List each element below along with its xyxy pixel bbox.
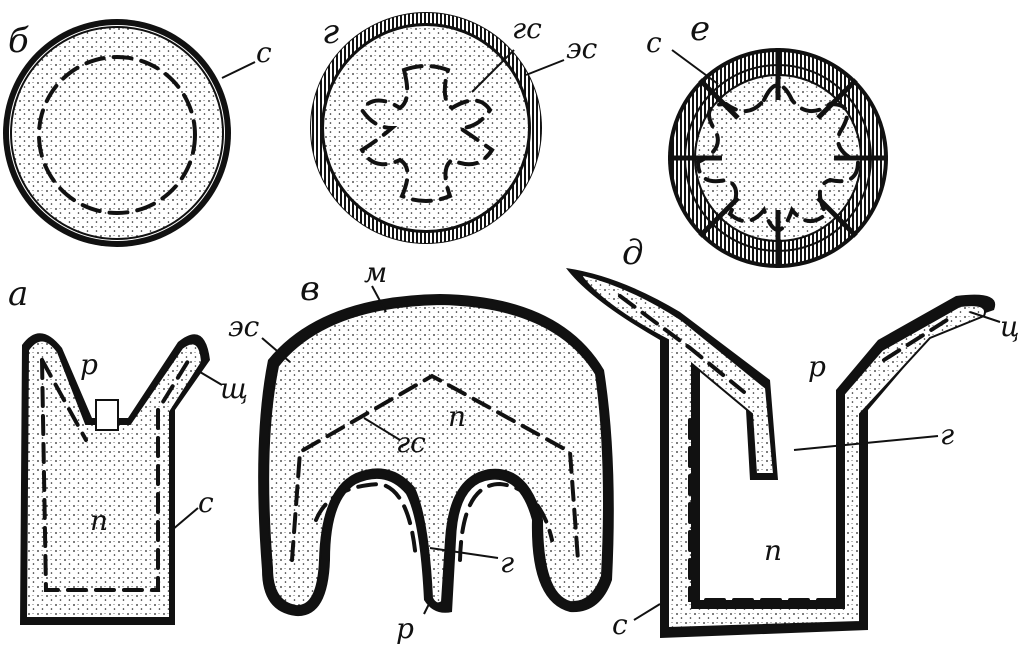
panel-g-letter: г bbox=[322, 12, 339, 52]
panel-v-label-gs: гс bbox=[396, 426, 426, 459]
panel-b-letter: б bbox=[8, 21, 29, 61]
panel-d-label-r: р bbox=[808, 350, 826, 383]
panel-d-mouth bbox=[778, 440, 810, 480]
panel-d-label-ts: ц bbox=[1000, 310, 1020, 343]
panel-d-label-g: г bbox=[940, 418, 954, 451]
panel-a-mouth bbox=[96, 400, 118, 430]
panel-a-label-shch: щ bbox=[220, 372, 248, 405]
panel-a-label-p: п bbox=[90, 504, 108, 537]
panel-d-label-p: п bbox=[764, 534, 782, 567]
panel-g-label-es: эс bbox=[566, 32, 598, 65]
panel-e-letter: е bbox=[690, 9, 710, 49]
panel-g: г гс эс bbox=[310, 12, 598, 244]
panel-e: е с bbox=[646, 9, 888, 268]
panel-a-label-r: р bbox=[80, 348, 98, 381]
panel-v-label-r: р bbox=[396, 612, 414, 645]
panel-d-label-s: с bbox=[612, 608, 628, 641]
panel-v-label-es: эс bbox=[228, 310, 260, 343]
panel-e-label-s: с bbox=[646, 26, 662, 59]
panel-v-letter: в bbox=[300, 269, 320, 309]
panel-a: а р щ п с bbox=[8, 274, 248, 625]
panel-b: б с bbox=[3, 19, 272, 247]
panel-d-letter: д bbox=[622, 233, 644, 273]
panel-d: д р ц г п с bbox=[566, 233, 1020, 641]
panel-a-letter: а bbox=[8, 274, 28, 314]
panel-a-label-s: с bbox=[198, 486, 214, 519]
panel-v: в м эс п гс г р bbox=[228, 256, 614, 645]
panel-v-label-p: п bbox=[448, 400, 466, 433]
panel-v-label-g: г bbox=[500, 546, 514, 579]
panel-g-label-gs: гс bbox=[512, 12, 542, 45]
panel-v-label-m: м bbox=[364, 256, 387, 289]
panel-a-body bbox=[26, 340, 202, 618]
panel-v-body bbox=[268, 304, 604, 606]
panel-b-label-s: с bbox=[256, 36, 272, 69]
